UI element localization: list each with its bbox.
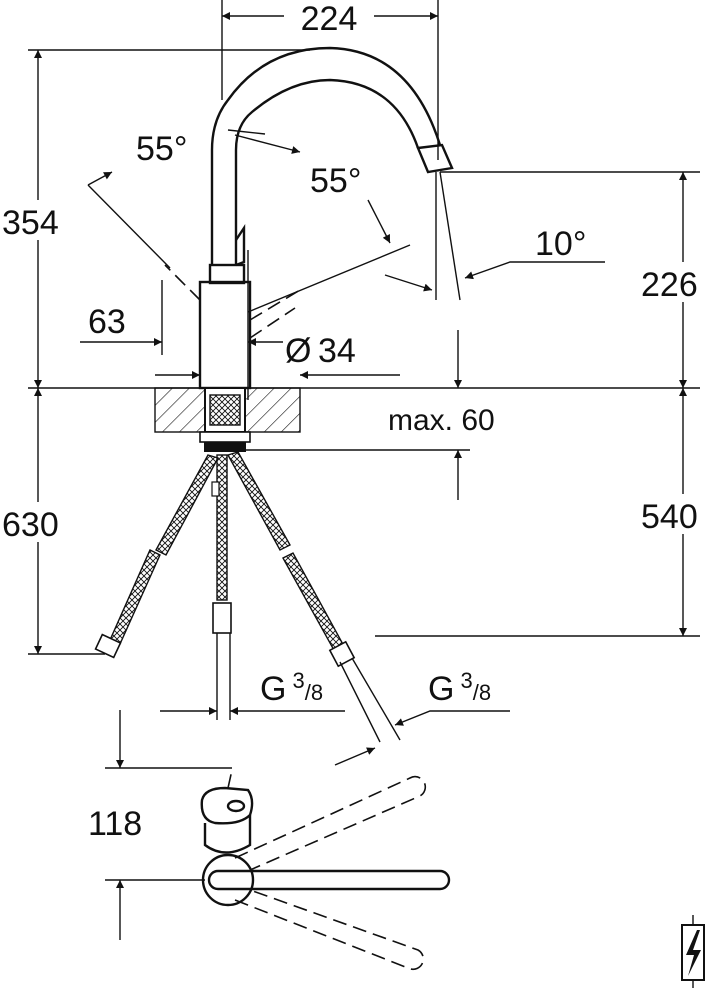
top-view-offset-label: 118: [88, 805, 142, 843]
diameter-label: 34: [318, 332, 356, 370]
dimension-angles: 55° 55° 10°: [87, 129, 605, 313]
total-height-label: 354: [2, 204, 59, 242]
lever-angle-left-label: 55°: [136, 130, 187, 168]
faucet-side-view: [164, 46, 454, 390]
dimension-total-height: 354: [0, 50, 76, 388]
thread-prefix: G: [260, 670, 286, 708]
thread-den: /8: [305, 680, 323, 705]
supply-hoses: [94, 451, 401, 743]
thread-prefix: G: [428, 670, 454, 708]
below-left-label: 630: [2, 506, 59, 544]
thread-num: 3: [460, 668, 472, 693]
thread-num: 3: [292, 668, 304, 693]
electric-power-icon: [681, 915, 705, 988]
svg-text:G3/8: G3/8: [428, 668, 491, 708]
dimension-below-left: 630: [0, 388, 76, 654]
spout-reach-label: 224: [301, 0, 358, 38]
faucet-top-view: [200, 769, 451, 971]
dimension-top-view: 118: [88, 710, 232, 940]
dimension-max-thickness: max. 60: [388, 330, 495, 500]
spout-angle-label: 10°: [535, 225, 586, 263]
below-right-label: 540: [641, 498, 698, 536]
dimension-lever-offset: 63 Ø 34: [80, 250, 400, 400]
lever-offset-label: 63: [88, 303, 126, 341]
diameter-symbol: Ø: [285, 332, 311, 370]
dimension-spout-reach: 224: [222, 0, 438, 38]
max-thickness-label: max. 60: [388, 404, 495, 437]
thread-den: /8: [473, 680, 491, 705]
svg-text:G3/8: G3/8: [260, 668, 323, 708]
reference-lines: [28, 0, 700, 655]
countertop-section: [154, 387, 301, 452]
lever-angle-right-label: 55°: [310, 162, 361, 200]
dimension-spout-height: 226: [640, 172, 713, 388]
spout-height-label: 226: [641, 266, 698, 304]
dimension-below-right: 540: [640, 388, 713, 636]
